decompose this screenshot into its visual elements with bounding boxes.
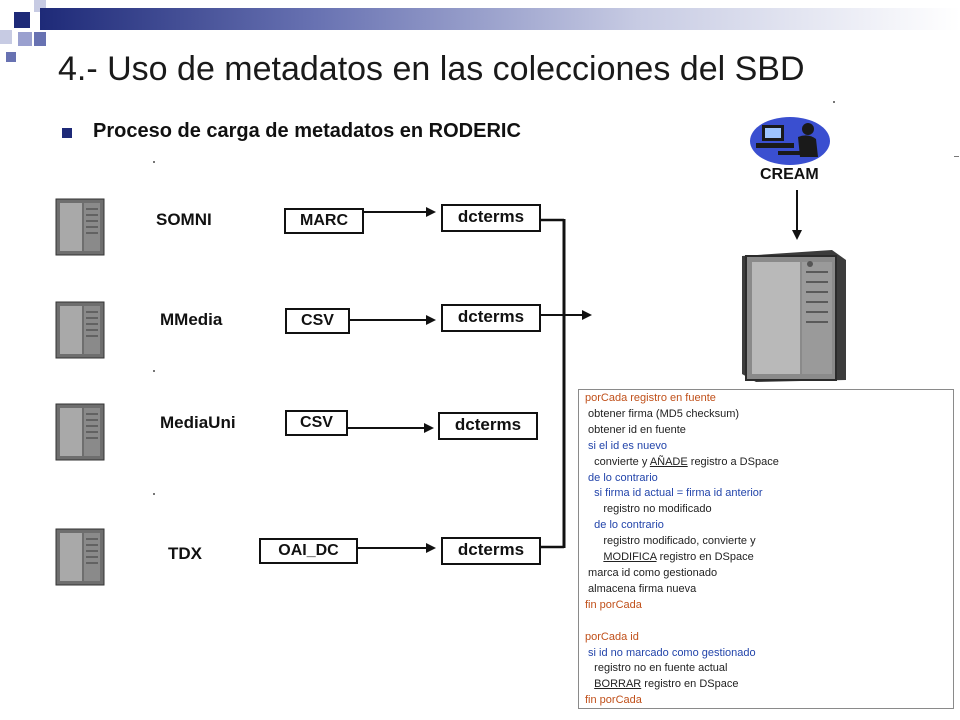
pseudocode-line: registro no modificado [585, 503, 712, 516]
server-icon [55, 403, 105, 461]
stray-dot [833, 101, 835, 103]
server-icon [55, 301, 105, 359]
dcterms-box-2: dcterms [441, 304, 541, 332]
pseudocode-line: BORRAR registro en DSpace [585, 677, 953, 693]
source-label-mediauni: MediaUni [160, 413, 236, 432]
pseudocode-line: porCada registro en fuente [585, 392, 716, 404]
stray-dot [153, 493, 155, 495]
pseudocode-line: de lo contrario [585, 471, 658, 484]
pseudocode-line: registro modificado, convierte y [585, 535, 756, 548]
pseudocode-line: fin porCada [585, 694, 642, 707]
pseudocode-line [585, 614, 953, 630]
pseudocode-keyword: AÑADE [649, 455, 688, 468]
pseudocode-keyword: BORRAR [594, 678, 642, 691]
corner-square-3 [0, 30, 12, 44]
pseudocode-text: convierte y [585, 455, 650, 468]
pseudocode-line: fin porCada [585, 598, 642, 611]
pseudocode-line: convierte y AÑADE registro a DSpace [585, 455, 953, 471]
format-box-marc: MARC [284, 208, 364, 234]
format-box-csv-1: CSV [285, 308, 350, 334]
pseudocode-text: registro en DSpace [641, 678, 739, 691]
pseudocode-line: si firma id actual = firma id anterior [585, 487, 763, 500]
pseudocode-line: registro no en fuente actual [585, 662, 728, 675]
pseudocode-line: de lo contrario [585, 519, 664, 532]
pseudocode-line: si id no marcado como gestionado [585, 646, 756, 659]
pseudocode-keyword: MODIFICA [603, 551, 657, 564]
corner-square-5 [34, 32, 46, 46]
format-box-csv-2: CSV [285, 410, 348, 436]
pseudocode-text [585, 551, 603, 563]
corner-square-6 [6, 52, 16, 62]
pseudocode-text [585, 678, 594, 690]
bullet-marker [62, 128, 72, 138]
server-icon [55, 198, 105, 256]
server-icon [55, 528, 105, 586]
pseudocode-text: registro en DSpace [656, 551, 754, 564]
header-gradient-bar [40, 8, 960, 30]
page-title: 4.- Uso de metadatos en las colecciones … [58, 50, 805, 88]
slide-subtitle: Proceso de carga de metadatos en RODERIC [93, 120, 521, 142]
person-at-computer-icon [750, 117, 830, 165]
pseudocode-line: marca id como gestionado [585, 566, 718, 579]
dcterms-box-3: dcterms [438, 412, 538, 440]
stray-dot [954, 156, 959, 157]
source-label-mmedia: MMedia [160, 310, 223, 329]
source-label-somni: SOMNI [156, 210, 212, 229]
pseudocode-line: obtener id en fuente [585, 423, 686, 436]
pseudocode-line: almacena firma nueva [585, 582, 697, 595]
pseudocode-line: si el id es nuevo [585, 439, 667, 452]
pseudocode-line: obtener firma (MD5 checksum) [585, 407, 740, 420]
format-box-oai-dc: OAI_DC [259, 538, 358, 564]
dcterms-box-4: dcterms [441, 537, 541, 565]
load-algorithm-pseudocode: porCada registro en fuente obtener firma… [578, 389, 954, 709]
stray-dot [153, 370, 155, 372]
cream-label: CREAM [760, 166, 819, 183]
repository-server-icon [742, 250, 846, 382]
source-label-tdx: TDX [168, 544, 202, 563]
pseudocode-line: MODIFICA registro en DSpace [585, 550, 953, 566]
dcterms-box-1: dcterms [441, 204, 541, 232]
corner-square-4 [18, 32, 32, 46]
corner-square-1 [14, 12, 30, 28]
pseudocode-line: porCada id [585, 630, 639, 643]
pseudocode-text: registro a DSpace [687, 455, 779, 468]
stray-dot [153, 161, 155, 163]
